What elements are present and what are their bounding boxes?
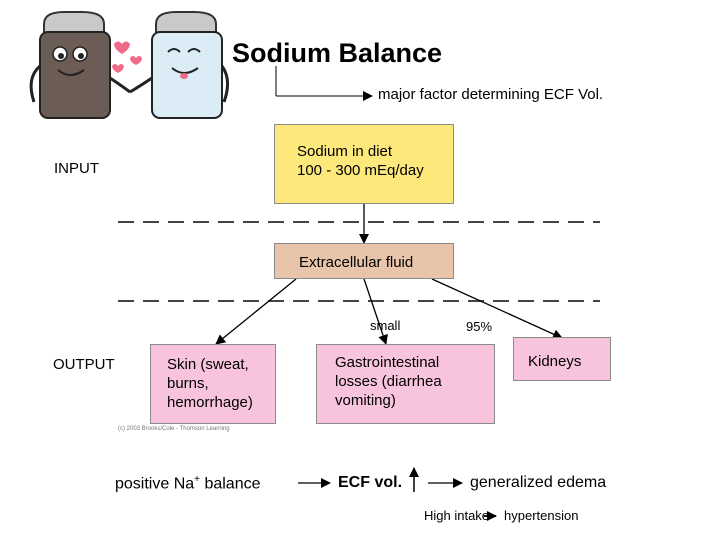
hypertension-label: hypertension [504,508,579,523]
hearts-icon [112,41,142,73]
gi-line3: vomiting) [335,392,396,409]
high-intake-label: High intake [424,508,490,523]
skin-line2: burns, [167,375,209,392]
arrow-ecf-to-skin [215,278,297,345]
salt-and-pepper-shakers-icon [29,11,229,119]
input-box-line2: 100 - 300 mEq/day [297,162,424,179]
input-box-sodium-diet: Sodium in diet 100 - 300 mEq/day [274,124,454,204]
output-box-skin: Skin (sweat, burns, hemorrhage) [150,344,276,424]
output-box-kidneys: Kidneys [513,337,611,381]
ecf-box: Extracellular fluid [274,243,454,279]
output-label: OUTPUT [53,356,115,373]
positive-na-balance: positive Na+ balance [115,474,261,493]
input-box-line1: Sodium in diet [297,143,393,160]
ecf-vol-label: ECF vol. [338,474,403,491]
branch-label-small: small [370,318,401,333]
branch-label-95-percent: 95% [466,319,493,334]
arrow-ecf-to-gi [363,278,388,345]
positive-na-superscript: + [194,474,200,485]
positive-na-prefix: positive Na [115,475,195,493]
skin-line1: Skin (sweat, [167,356,249,373]
generalized-edema-label: generalized edema [470,474,607,491]
subtitle: major factor determining ECF Vol. [378,86,604,103]
ecf-box-label: Extracellular fluid [299,254,414,271]
kidneys-label: Kidneys [528,353,582,370]
arrow-ecf-to-kidneys [431,278,563,339]
output-box-gastrointestinal: Gastrointestinal losses (diarrhea vomiti… [316,344,495,424]
positive-na-suffix: balance [200,475,261,493]
input-label: INPUT [54,160,99,177]
gi-line2: losses (diarrhea [335,373,442,390]
page-title: Sodium Balance [232,38,443,68]
gi-line1: Gastrointestinal [335,354,440,371]
copyright-note: (c) 2003 Brooks/Cole - Thomson Learning [118,426,230,432]
skin-line3: hemorrhage) [167,394,253,411]
